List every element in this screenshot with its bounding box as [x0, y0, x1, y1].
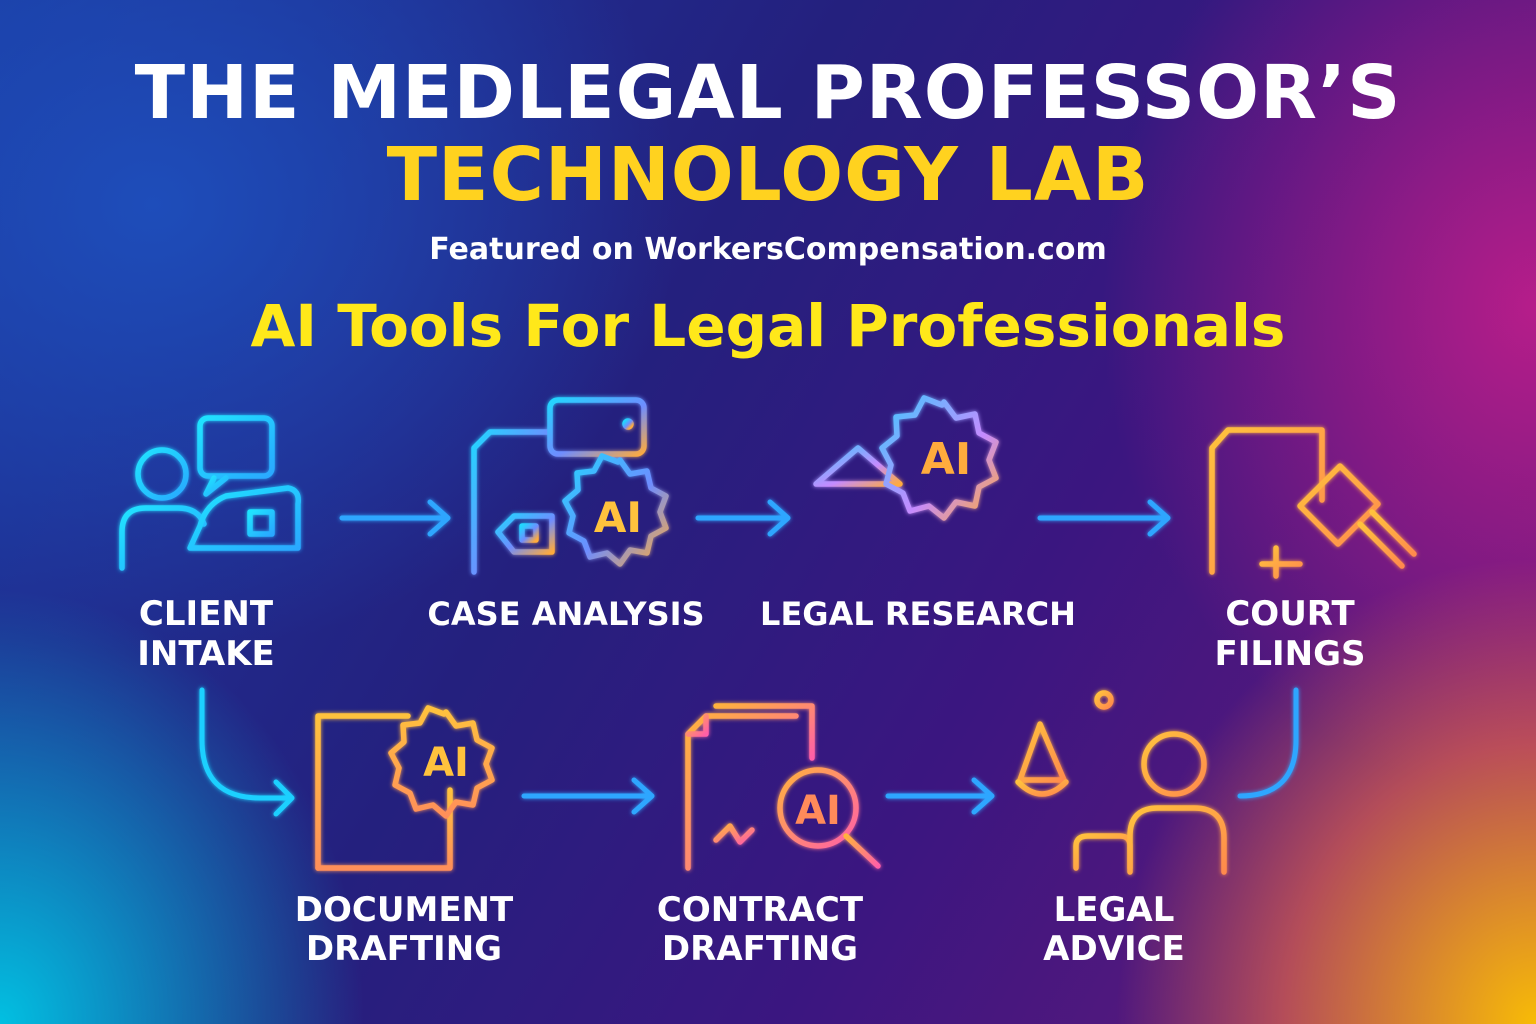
- arrow-contract-to-advice: [885, 777, 995, 815]
- client-intake-icon: [119, 415, 303, 571]
- step-label-contract-drafting-2: DRAFTING: [662, 929, 858, 969]
- subtitle: AI Tools For Legal Professionals: [250, 292, 1286, 360]
- arrow-intake-to-document: [199, 687, 295, 817]
- legal-advice-icon: [1015, 690, 1227, 875]
- arrow-research-to-filings: [1037, 499, 1171, 537]
- case-analysis-icon: [471, 397, 669, 575]
- step-label-document-drafting-2: DRAFTING: [306, 929, 502, 969]
- document-drafting-icon: [315, 705, 495, 871]
- step-label-legal-advice-1: LEGAL: [1054, 890, 1175, 930]
- title-line-1: THE MEDLEGAL PROFESSOR’S: [134, 50, 1402, 136]
- title-line-2: TECHNOLOGY LAB: [386, 132, 1150, 218]
- ai-badge-analysis: AI: [594, 493, 642, 542]
- step-label-legal-advice-2: ADVICE: [1043, 929, 1185, 969]
- ai-badge-document: AI: [423, 740, 469, 786]
- step-label-legal-research: LEGAL RESEARCH: [760, 595, 1076, 633]
- court-filings-icon: [1209, 427, 1417, 579]
- ai-badge-research: AI: [921, 434, 971, 485]
- step-label-document-drafting-1: DOCUMENT: [295, 890, 514, 930]
- contract-drafting-icon: [685, 703, 881, 871]
- ai-badge-contract: AI: [795, 788, 841, 834]
- step-label-court-filings-2: FILINGS: [1214, 634, 1365, 674]
- step-label-client-intake-1: CLIENT: [139, 594, 274, 634]
- legal-research-icon: [811, 395, 1009, 577]
- arrow-analysis-to-research: [695, 499, 791, 537]
- featured-text: Featured on WorkersCompensation.com: [429, 232, 1107, 267]
- arrow-intake-to-analysis: [339, 499, 451, 537]
- step-label-court-filings-1: COURT: [1225, 594, 1355, 634]
- arrow-document-to-contract: [521, 777, 655, 815]
- step-label-client-intake-2: INTAKE: [137, 634, 275, 674]
- step-label-contract-drafting-1: CONTRACT: [657, 890, 864, 930]
- connector-filings-to-advice: [1237, 687, 1299, 799]
- step-label-case-analysis: CASE ANALYSIS: [427, 595, 704, 633]
